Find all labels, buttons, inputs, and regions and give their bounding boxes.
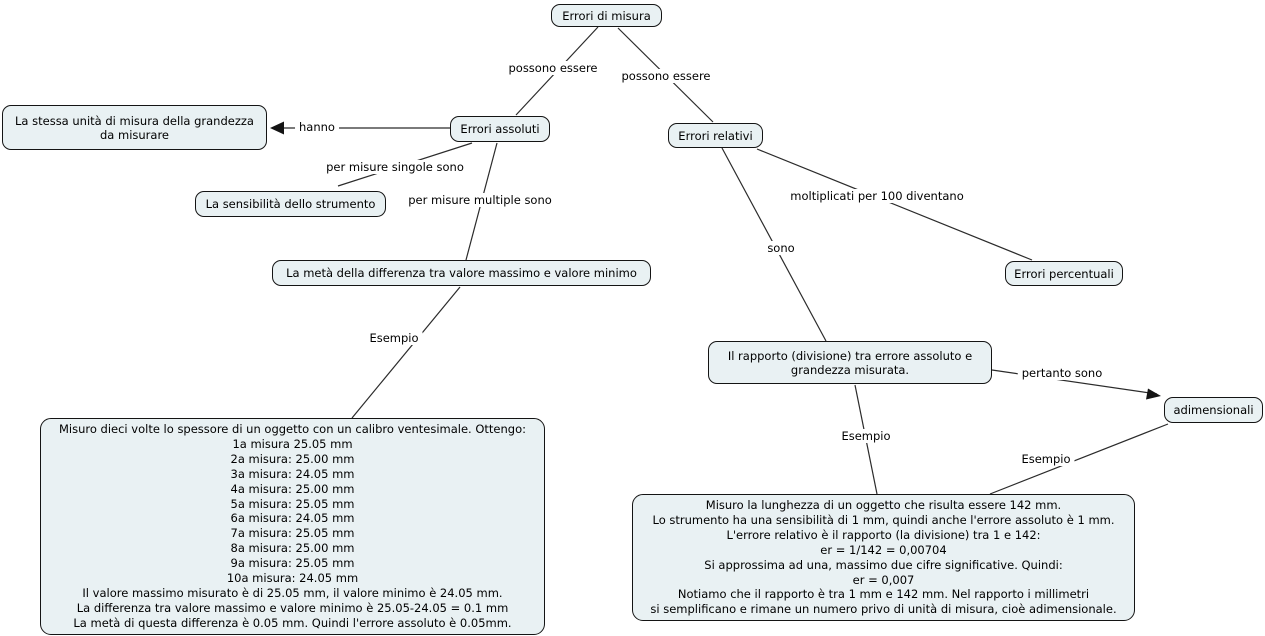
node-sensibilita-label: La sensibilità dello strumento (205, 197, 376, 211)
node-stessa-unita[interactable]: La stessa unità di misura della grandezz… (2, 105, 267, 150)
node-adimensionali[interactable]: adimensionali (1164, 397, 1263, 423)
edge-label-hanno[interactable]: hanno (295, 120, 339, 134)
node-rapporto-label: Il rapporto (divisione) tra errore assol… (727, 348, 973, 377)
edge-label-esempio-left[interactable]: Esempio (365, 331, 423, 345)
node-adimensionali-label: adimensionali (1173, 403, 1254, 417)
example-line: si semplificano e rimane un numero privo… (650, 602, 1117, 617)
node-errori-assoluti-label: Errori assoluti (460, 122, 540, 136)
node-errori-di-misura-label: Errori di misura (562, 8, 651, 23)
node-errori-relativi-label: Errori relativi (678, 128, 753, 143)
arrowhead-hanno (270, 121, 284, 135)
node-sensibilita[interactable]: La sensibilità dello strumento (195, 191, 386, 217)
edge-label-esempio-right[interactable]: Esempio (1017, 452, 1075, 466)
edge-label-sono[interactable]: sono (763, 241, 799, 255)
edge-label-per-misure-singole[interactable]: per misure singole sono (322, 160, 468, 174)
edge-label-possono-essere-left[interactable]: possono essere (504, 61, 602, 75)
example-line: 10a misura: 24.05 mm (226, 571, 359, 586)
example-line: Lo strumento ha una sensibilità di 1 mm,… (652, 512, 1115, 527)
arrowhead-pertanto-sono (1146, 388, 1161, 400)
edge-label-esempio-center[interactable]: Esempio (837, 429, 895, 443)
node-stessa-unita-label: La stessa unità di misura della grandezz… (15, 113, 254, 142)
example-line: Si approssima ad una, massimo due cifre … (704, 557, 1063, 572)
edge-adimensionali-to-esempio-dx (989, 423, 1169, 495)
example-line: Misuro la lunghezza di un oggetto che ri… (705, 498, 1062, 512)
example-line: La metà di questa differenza è 0.05 mm. … (73, 615, 512, 630)
example-line: 6a misura: 24.05 mm (230, 511, 355, 526)
example-line: 5a misura: 25.05 mm (230, 496, 355, 511)
example-line: er = 1/142 = 0,00704 (820, 542, 947, 557)
example-line: 7a misura: 25.05 mm (230, 526, 355, 541)
edge-label-per-misure-multiple[interactable]: per misure multiple sono (404, 193, 556, 207)
node-errori-assoluti[interactable]: Errori assoluti (450, 116, 550, 142)
node-meta-differenza[interactable]: La metà della differenza tra valore mass… (272, 260, 651, 286)
example-line: Notiamo che il rapporto è tra 1 mm e 142… (677, 587, 1090, 602)
node-errori-percentuali-label: Errori percentuali (1014, 266, 1114, 281)
edge-label-possono-essere-right[interactable]: possono essere (617, 69, 715, 83)
node-errori-relativi[interactable]: Errori relativi (668, 123, 763, 148)
example-line: Misuro dieci volte lo spessore di un ogg… (58, 422, 527, 436)
edge-meta-differenza-to-esempio-sx (351, 286, 461, 419)
example-line: er = 0,007 (852, 572, 915, 587)
node-esempio-errore-relativo-text[interactable]: Misuro la lunghezza di un oggetto che ri… (632, 494, 1135, 622)
node-errori-di-misura[interactable]: Errori di misura (551, 4, 662, 27)
example-line: 3a misura: 24.05 mm (230, 466, 355, 481)
node-esempio-errore-assoluto-text[interactable]: Misuro dieci volte lo spessore di un ogg… (40, 418, 545, 635)
example-line: 4a misura: 25.00 mm (230, 481, 355, 496)
node-errori-percentuali[interactable]: Errori percentuali (1005, 261, 1123, 286)
example-line: 9a misura: 25.05 mm (230, 556, 355, 571)
node-rapporto[interactable]: Il rapporto (divisione) tra errore assol… (708, 341, 992, 384)
example-line: 2a misura: 25.00 mm (230, 451, 355, 466)
example-line: 8a misura: 25.00 mm (230, 541, 355, 556)
edge-relativi-to-percentuali (756, 148, 1033, 261)
example-line: La differenza tra valore massimo e valor… (76, 600, 509, 615)
edge-label-pertanto-sono[interactable]: pertanto sono (1017, 366, 1107, 380)
example-line: 1a misura 25.05 mm (232, 436, 353, 451)
example-line: L'errore relativo è il rapporto (la divi… (726, 527, 1041, 542)
edge-label-moltiplicati-per-100[interactable]: moltiplicati per 100 diventano (786, 189, 968, 203)
example-line: Il valore massimo misurato è di 25.05 mm… (82, 585, 503, 600)
node-meta-differenza-label: La metà della differenza tra valore mass… (286, 266, 637, 280)
